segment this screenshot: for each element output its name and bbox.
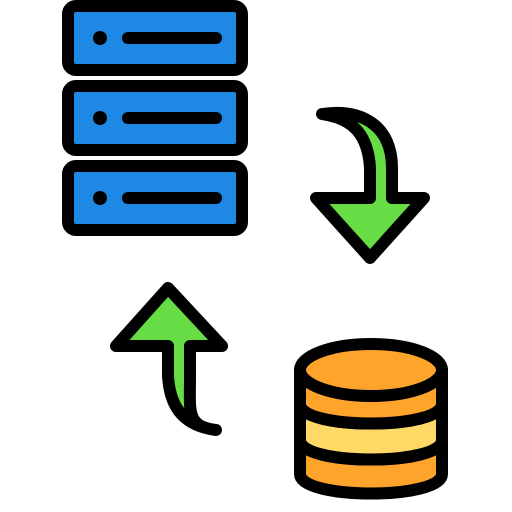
server-unit-2: [62, 80, 248, 156]
server-unit-1: [62, 0, 248, 76]
database-icon: [294, 338, 448, 500]
server-rack-icon: [62, 0, 248, 236]
down-curved-arrow-icon: [310, 106, 430, 264]
server-unit-3: [62, 160, 248, 236]
up-curved-arrow-icon: [110, 282, 228, 436]
